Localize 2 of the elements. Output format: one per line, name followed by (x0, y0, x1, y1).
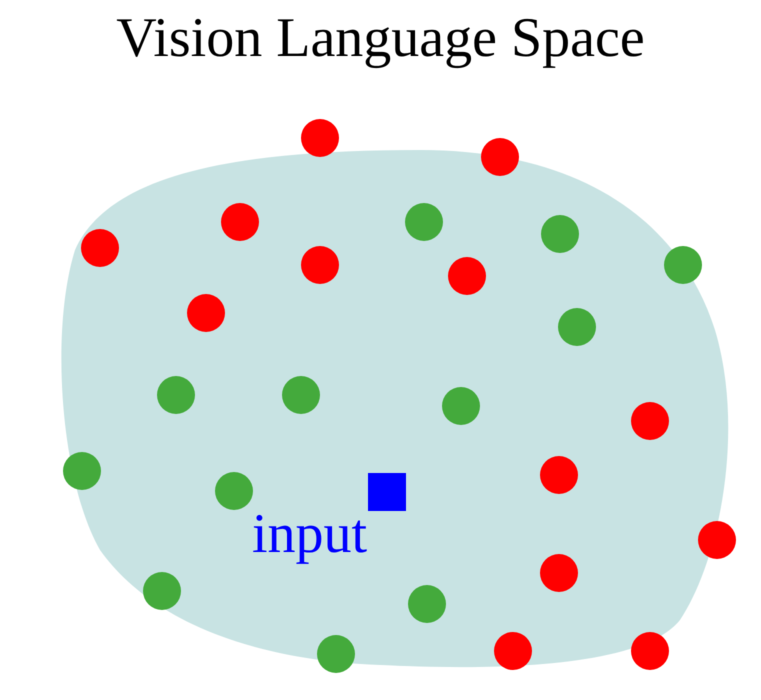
diagram-title: Vision Language Space (115, 8, 646, 70)
point-label: input (252, 506, 368, 562)
